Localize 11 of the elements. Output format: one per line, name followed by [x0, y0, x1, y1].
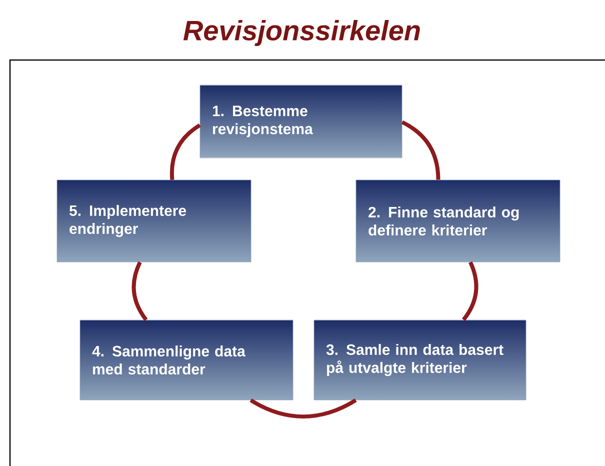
- step-box: 2. Finne standard og definere kriterier: [356, 180, 560, 262]
- ring-arc: [250, 398, 357, 418]
- ring-arc: [132, 261, 148, 321]
- step-box: 5. Implementere endringer: [56, 180, 252, 262]
- title: Revisjonssirkelen: [183, 20, 420, 46]
- ring-arc: [462, 261, 478, 321]
- ring-arc: [170, 124, 201, 180]
- step-box: 3. Samle inn data basert på utvalgte kriterier: [314, 320, 526, 400]
- step-box: 1. Bestemme revisjonstema: [200, 84, 402, 158]
- step-box: 4. Sammenligne data med standarder: [80, 320, 294, 400]
- ring-arc: [401, 120, 440, 180]
